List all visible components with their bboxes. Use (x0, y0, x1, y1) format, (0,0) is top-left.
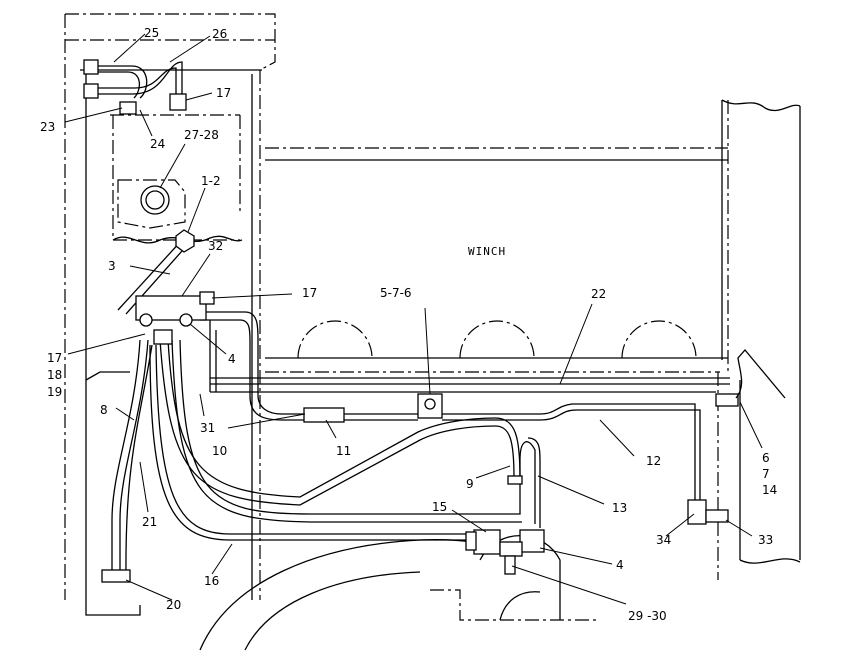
callout-33: 33 (758, 533, 773, 547)
leader-lines (64, 33, 763, 605)
callout-15: 15 (432, 500, 447, 514)
callout-17-left: 17 (47, 351, 62, 365)
callout-34: 34 (656, 533, 671, 547)
callout-14: 14 (762, 483, 777, 497)
fitting-15-end (465, 531, 477, 551)
callout-29-30: 29 -30 (628, 609, 667, 623)
callout-11: 11 (336, 444, 351, 458)
valve-18 (153, 329, 173, 345)
callout-8: 8 (100, 403, 108, 417)
callout-10: 10 (212, 444, 227, 458)
lever-6 (735, 348, 786, 399)
callout-25: 25 (144, 26, 159, 40)
fitting-33 (705, 509, 729, 523)
callout-24: 24 (150, 137, 165, 151)
fitting-25 (83, 59, 99, 75)
callout-3: 3 (108, 259, 116, 273)
callout-21: 21 (142, 515, 157, 529)
winch-label: WINCH (468, 245, 506, 258)
callout-5-7-6: 5-7-6 (380, 286, 412, 300)
fitting-17-top (169, 93, 187, 111)
callout-12: 12 (646, 454, 661, 468)
callout-22: 22 (591, 287, 606, 301)
callout-18: 18 (47, 368, 62, 382)
clamp-bolt (424, 398, 436, 410)
fitting-29-30 (499, 541, 523, 557)
callout-32: 32 (208, 239, 223, 253)
fitting-23 (83, 83, 99, 99)
elbow-34 (687, 499, 707, 525)
fitting-1-2 (175, 229, 195, 253)
fitting-17-mid (199, 291, 215, 305)
fitting-4-left (179, 313, 193, 327)
callout-6: 6 (762, 451, 770, 465)
callout-17-mid: 17 (302, 286, 317, 300)
callout-26: 26 (212, 27, 227, 41)
fitting-20 (101, 569, 131, 583)
fitting-4-right (519, 529, 545, 553)
callout-labels: 25 26 17 23 24 27-28 1-2 32 3 17 5-7-6 2… (40, 26, 777, 623)
callout-9: 9 (466, 477, 474, 491)
plug-29-30 (504, 555, 516, 575)
callout-23: 23 (40, 120, 55, 134)
machine-frame (64, 13, 801, 651)
callout-7: 7 (762, 467, 770, 481)
callout-17-top: 17 (216, 86, 231, 100)
coupling-11 (303, 407, 345, 423)
callout-4-left: 4 (228, 352, 236, 366)
fitting-6-7-14 (715, 393, 739, 407)
callout-19: 19 (47, 385, 62, 399)
callout-20: 20 (166, 598, 181, 612)
callout-13: 13 (612, 501, 627, 515)
cap-9 (507, 475, 523, 485)
port-27-28-inner (145, 190, 165, 210)
callout-1-2: 1-2 (201, 174, 221, 188)
callout-16: 16 (204, 574, 219, 588)
fittings (83, 59, 786, 583)
hydraulic-lines (96, 61, 730, 576)
fitting-17-left (139, 313, 153, 327)
callout-31: 31 (200, 421, 215, 435)
fitting-24 (119, 101, 137, 115)
valve-15 (473, 529, 501, 555)
callout-27-28: 27-28 (184, 128, 219, 142)
callout-4-right: 4 (616, 558, 624, 572)
